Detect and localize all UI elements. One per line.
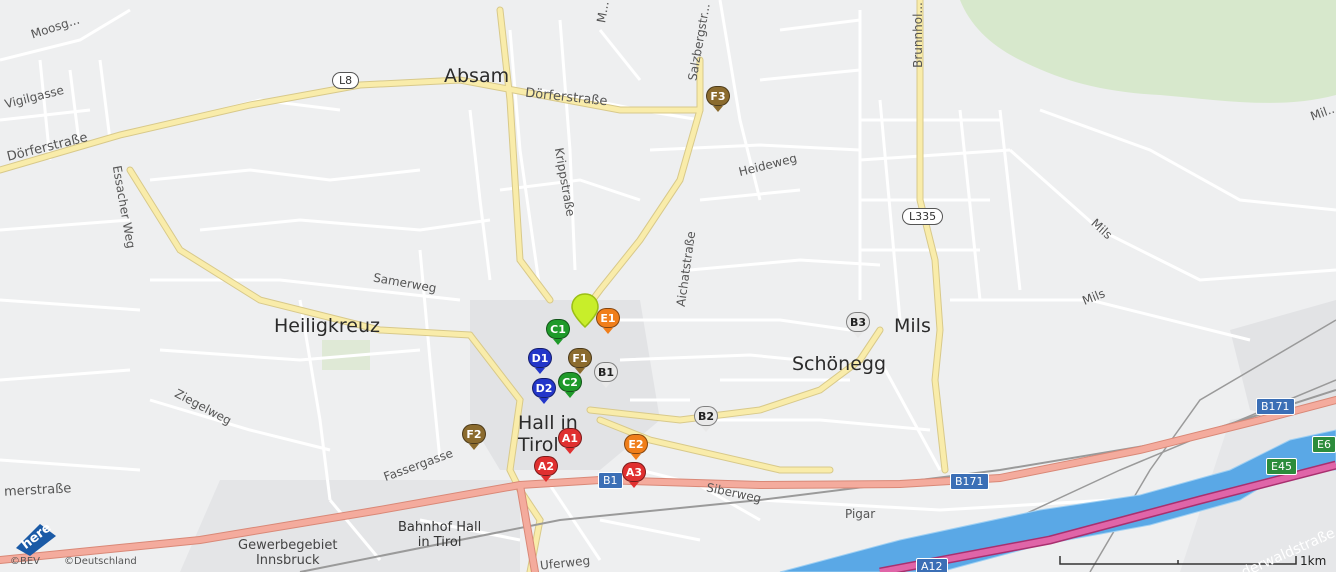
marker-a3[interactable]: A3	[622, 462, 659, 488]
road-shield-e45: E45	[1266, 458, 1297, 475]
marker-e2[interactable]: E2	[624, 434, 661, 460]
road-shield-l8: L8	[332, 72, 360, 89]
scale-bar-graphic	[1059, 556, 1297, 565]
town-label-mils: Mils	[894, 315, 931, 337]
marker-f2[interactable]: F2	[462, 424, 499, 450]
road-shield-l335: L335	[902, 208, 944, 225]
road-shield-b171-right: B171	[1256, 398, 1295, 415]
marker-d2[interactable]: D2	[532, 378, 569, 404]
marker-b3[interactable]: B3	[846, 312, 883, 338]
town-label-hall-in-tirol: Hall in Tirol	[518, 412, 578, 456]
here-logo-shape	[16, 524, 56, 556]
marker-f3[interactable]: F3	[706, 86, 743, 112]
road-shield-b171-mid: B171	[950, 473, 989, 490]
location-pin-icon	[571, 293, 599, 329]
marker-a1[interactable]: A1	[558, 428, 595, 454]
marker-a2[interactable]: A2	[534, 456, 571, 482]
town-label-heiligkreuz: Heiligkreuz	[274, 315, 380, 337]
road-shield-b171-center: B1	[598, 472, 623, 489]
marker-b1[interactable]: B1	[594, 362, 631, 388]
marker-e1[interactable]: E1	[596, 308, 633, 334]
town-label-absam: Absam	[444, 65, 510, 87]
town-label-schoenegg: Schönegg	[792, 353, 887, 375]
marker-c2[interactable]: C2	[558, 372, 595, 398]
scale-label: 1km	[1300, 554, 1327, 568]
marker-d1[interactable]: D1	[528, 348, 565, 374]
credit-deutschland: ©Deutschland	[64, 556, 137, 567]
place-label-gewerbegebiet: Gewerbegebiet Innsbruck	[238, 538, 338, 568]
place-label-bahnhof: Bahnhof Hall in Tirol	[398, 520, 482, 550]
marker-b2[interactable]: B2	[694, 406, 731, 432]
street-label-brunnhol: Brunnhol...	[910, 2, 925, 68]
current-location-pin[interactable]	[570, 293, 600, 333]
marker-f1[interactable]: F1	[568, 348, 605, 374]
road-shield-a12: A12	[916, 558, 948, 572]
credit-bev: ©BEV	[10, 556, 41, 567]
road-shield-e6: E6	[1312, 436, 1336, 453]
marker-c1[interactable]: C1	[546, 319, 583, 345]
street-label-pigar: Pigar	[845, 507, 876, 521]
